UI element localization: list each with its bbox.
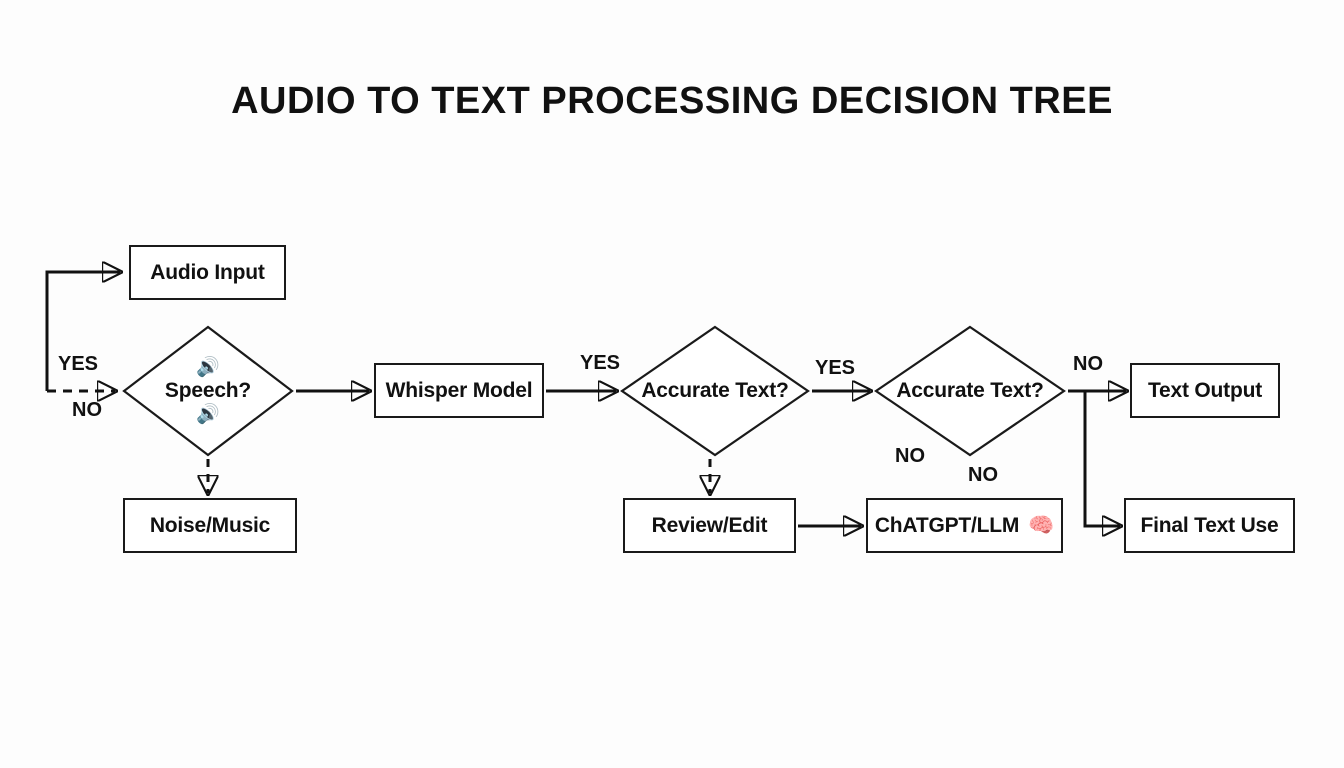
edge-label-no-diamond2-a: NO bbox=[895, 445, 925, 467]
brain-icon: 🧠 bbox=[1028, 513, 1055, 537]
accurate-text-1-diamond-shape bbox=[620, 325, 810, 457]
node-audio-input-label: Audio Input bbox=[150, 260, 265, 284]
node-review-edit[interactable]: Review/Edit bbox=[623, 498, 796, 553]
edge-label-yes-loop: YES bbox=[58, 353, 99, 375]
node-audio-input[interactable]: Audio Input bbox=[129, 245, 286, 300]
node-whisper-model[interactable]: Whisper Model bbox=[374, 363, 544, 418]
accurate-text-2-diamond-shape bbox=[874, 325, 1066, 457]
node-text-output[interactable]: Text Output bbox=[1130, 363, 1280, 418]
page-title: AUDIO TO TEXT PROCESSING DECISION TREE bbox=[231, 80, 1113, 122]
node-accurate-text-2[interactable]: Accurate Text? bbox=[874, 325, 1066, 457]
edge-label-no-output: NO bbox=[1073, 353, 1103, 375]
speech-diamond-shape bbox=[122, 325, 294, 457]
node-speech-decision[interactable]: 🔊 Speech? 🔊 bbox=[122, 325, 294, 457]
node-final-text-use[interactable]: Final Text Use bbox=[1124, 498, 1295, 553]
node-text-output-label: Text Output bbox=[1147, 378, 1263, 402]
node-whisper-model-label: Whisper Model bbox=[385, 378, 533, 402]
node-chatgpt-llm-label: ChATGPT/LLM bbox=[874, 513, 1020, 537]
node-chatgpt-llm[interactable]: ChATGPT/LLM 🧠 bbox=[866, 498, 1063, 553]
node-review-edit-label: Review/Edit bbox=[651, 513, 768, 537]
node-accurate-text-1[interactable]: Accurate Text? bbox=[620, 325, 810, 457]
node-final-text-use-label: Final Text Use bbox=[1140, 513, 1279, 537]
node-noise-music[interactable]: Noise/Music bbox=[123, 498, 297, 553]
node-noise-music-label: Noise/Music bbox=[149, 513, 271, 537]
edge-label-no-speech: NO bbox=[72, 399, 102, 421]
edge-label-no-diamond2-b: NO bbox=[968, 464, 998, 486]
edge-label-yes-second: YES bbox=[815, 357, 856, 379]
edge-accurate2-to-final-text bbox=[1083, 391, 1120, 526]
edge-label-yes-whisper: YES bbox=[580, 352, 621, 374]
